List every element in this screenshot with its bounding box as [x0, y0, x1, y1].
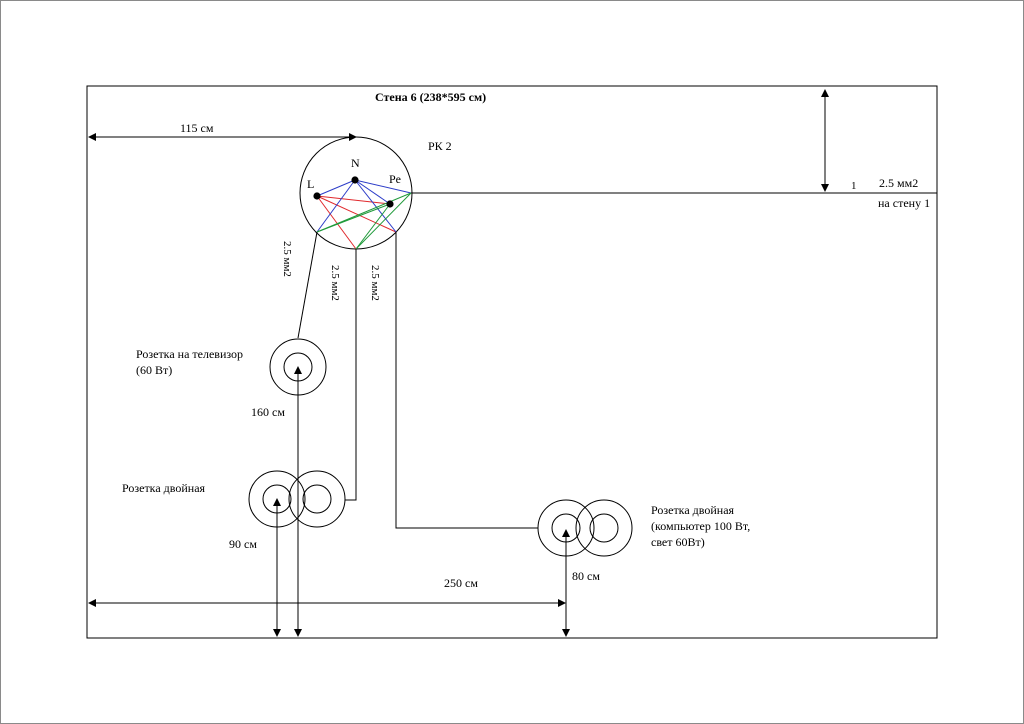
- cable-to-double-right: [395, 232, 538, 529]
- terminal-l-dot: [313, 192, 321, 200]
- double-socket-right-detail-1: (компьютер 100 Вт,: [651, 519, 750, 533]
- outgoing-cable-count: 1: [851, 180, 857, 192]
- cable-section-2: 2.5 мм2: [329, 265, 341, 301]
- cable-to-tv-socket: [297, 231, 318, 339]
- wall-outline: [86, 85, 938, 639]
- tv-height-label: 160 см: [251, 405, 285, 419]
- double-socket-right: [537, 499, 633, 557]
- green-wires: [316, 192, 412, 250]
- panel-offset-label: 115 см: [180, 121, 214, 135]
- cable-section-3: 2.5 мм2: [369, 265, 381, 301]
- terminal-n-label: N: [351, 156, 360, 170]
- double-socket-right-label: Розетка двойная: [651, 503, 735, 517]
- terminal-l-label: L: [307, 177, 314, 191]
- outgoing-cable-section: 2.5 мм2: [879, 176, 918, 190]
- double-socket-left: [248, 470, 346, 528]
- wall-title: Стена 6 (238*595 см): [375, 90, 486, 104]
- double-right-offset-label: 250 см: [444, 576, 478, 590]
- terminal-n-dot: [351, 176, 359, 184]
- tv-socket-power: (60 Вт): [136, 363, 172, 377]
- panel-name: РК 2: [428, 139, 452, 153]
- cable-to-double-left: [345, 249, 357, 501]
- double-left-height-label: 90 см: [229, 537, 257, 551]
- double-right-height-label: 80 см: [572, 569, 600, 583]
- double-socket-left-label: Розетка двойная: [122, 481, 206, 495]
- tv-socket-label: Розетка на телевизор: [136, 347, 243, 361]
- double-socket-right-detail-2: свет 60Вт): [651, 535, 705, 549]
- outgoing-destination: на стену 1: [878, 196, 930, 210]
- terminal-pe-label: Pe: [389, 172, 401, 186]
- cable-section-1: 2.5 мм2: [281, 241, 293, 277]
- red-wires: [316, 195, 397, 250]
- blue-wires: [316, 179, 412, 233]
- terminal-pe-dot: [386, 200, 394, 208]
